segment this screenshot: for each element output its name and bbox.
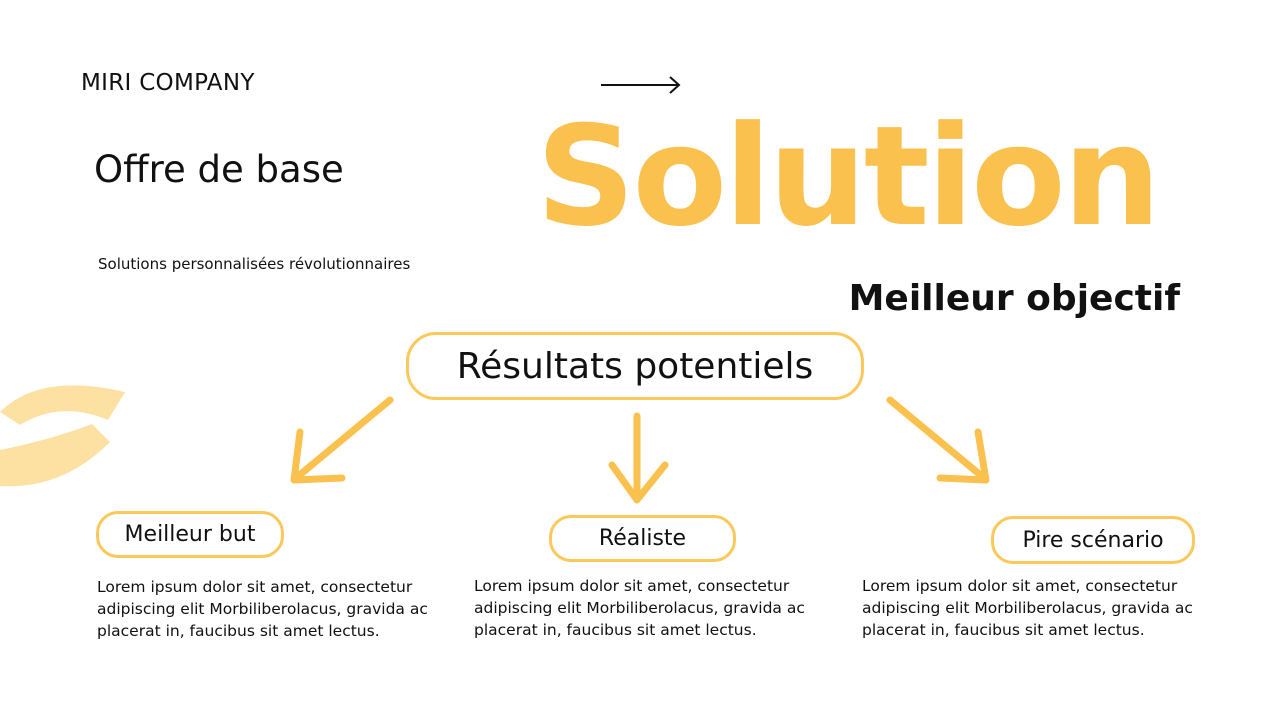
offer-subtitle: Solutions personnalisées révolutionnaire… (98, 255, 411, 273)
logo-mark-icon (0, 385, 125, 487)
arrow-down-icon (608, 412, 669, 504)
arrow-right-down-icon (886, 396, 990, 484)
center-node: Résultats potentiels (406, 332, 864, 400)
branch-node-best: Meilleur but (96, 511, 284, 558)
branch-description-worst: Lorem ipsum dolor sit amet, consectetur … (862, 577, 1193, 639)
branch-node-realistic: Réaliste (549, 515, 736, 562)
branch-node-label: Réaliste (598, 526, 687, 551)
headline-tagline: Meilleur objectif (848, 278, 1180, 319)
branch-node-label: Pire scénario (1022, 527, 1164, 553)
company-name: MIRI COMPANY (81, 70, 255, 96)
branch-node-worst: Pire scénario (991, 516, 1195, 564)
branch-description-realistic: Lorem ipsum dolor sit amet, consectetur … (474, 577, 805, 639)
offer-title: Offre de base (94, 148, 344, 191)
branch-description-best: Lorem ipsum dolor sit amet, consectetur … (97, 578, 428, 640)
branch-node-label: Meilleur but (124, 522, 256, 547)
arrow-left-icon (290, 396, 394, 484)
headline-word: Solution (536, 96, 1161, 257)
center-node-label: Résultats potentiels (456, 345, 814, 387)
arrow-right-icon (601, 76, 681, 94)
